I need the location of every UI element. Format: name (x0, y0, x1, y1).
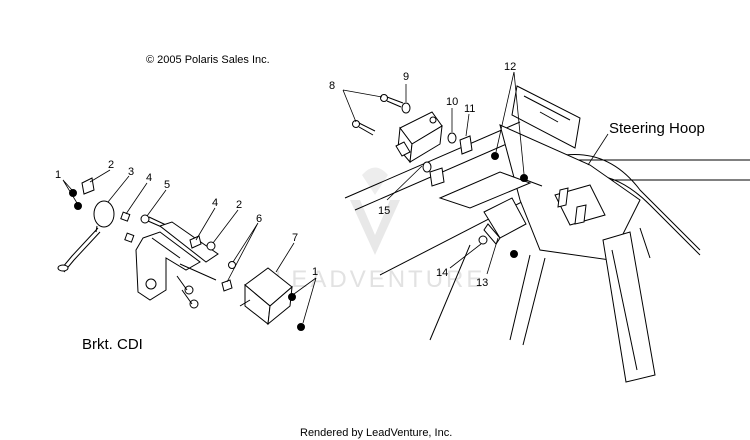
square-4a (120, 211, 131, 222)
bolt-12a (491, 152, 499, 160)
callout-13: 13 (476, 277, 488, 289)
watermark-logo (350, 167, 400, 255)
nut-1c (288, 293, 296, 301)
callout-10: 10 (446, 96, 458, 108)
callout-5: 5 (164, 179, 170, 191)
vertical-post (602, 231, 656, 383)
callout-2b: 2 (236, 199, 242, 211)
callout-6: 6 (256, 213, 262, 225)
callout-1a: 1 (55, 169, 61, 181)
callout-9: 9 (403, 71, 409, 83)
copyright-text: © 2005 Polaris Sales Inc. (146, 54, 270, 66)
washer-9 (401, 102, 411, 114)
bolt-8b (352, 120, 360, 128)
bracket-15 (438, 171, 532, 209)
label-steering-hoop: Steering Hoop (609, 120, 705, 137)
washer-4b (189, 235, 202, 249)
callout-7: 7 (292, 232, 298, 244)
watermark-text: LEADVENTURE (275, 266, 485, 293)
bushing-10 (447, 132, 457, 144)
clip-2a (81, 177, 95, 195)
callout-3: 3 (128, 166, 134, 178)
nut-1d (297, 323, 305, 331)
callout-4b: 4 (212, 197, 218, 209)
callout-1b: 1 (312, 266, 318, 278)
callout-11: 11 (464, 103, 475, 115)
callout-2a: 2 (108, 159, 114, 171)
callout-15: 15 (378, 205, 390, 217)
nut-14 (478, 235, 488, 245)
nut-1b (74, 202, 82, 210)
bushing-11 (459, 135, 473, 155)
callout-8: 8 (329, 80, 335, 92)
steering-hoop-assembly (342, 71, 750, 383)
clip-2b (206, 241, 216, 251)
plate-13 (483, 197, 527, 239)
footer-text: Rendered by LeadVenture, Inc. (300, 427, 452, 439)
label-brkt-cdi: Brkt. CDI (82, 336, 143, 353)
bolt-5 (140, 214, 150, 224)
bolt-12b (520, 174, 528, 182)
bolt-8a (380, 94, 388, 102)
callout-4a: 4 (146, 172, 152, 184)
callout-12: 12 (504, 61, 516, 73)
callout-14: 14 (436, 267, 448, 279)
cap-3 (93, 200, 115, 228)
cdi-bracket-assembly (57, 169, 317, 331)
top-mount (511, 85, 581, 149)
